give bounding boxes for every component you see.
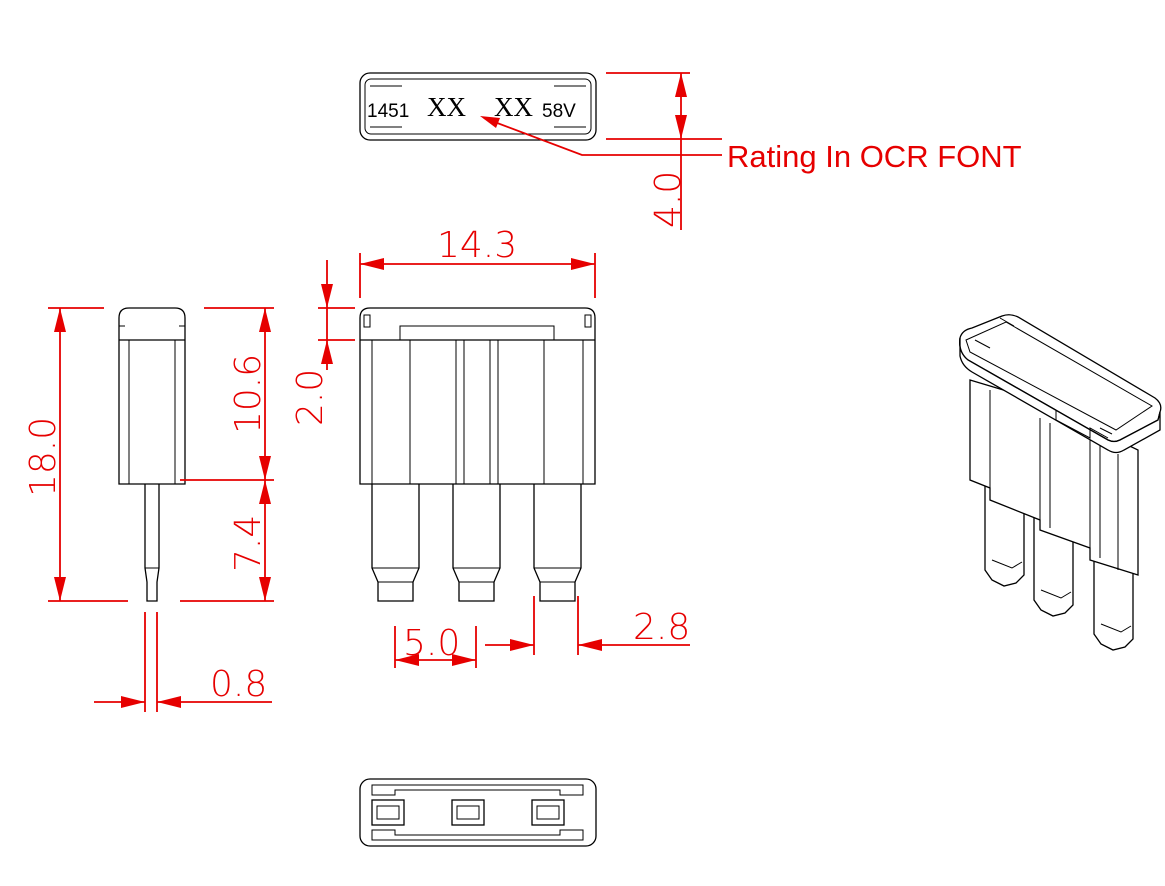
dim-2-8: 2.8 [633,607,690,648]
front-view [359,307,596,602]
dim-7-4: 7.4 [228,515,269,572]
total-height-dimension: 18.0 [23,307,128,602]
bottom-view [359,778,597,847]
dim-4-0: 4.0 [648,171,689,228]
dim-14-3: 14.3 [437,225,517,266]
marking-code-1: XX [427,92,466,122]
top-view: 1451 XX XX 58V [359,72,597,141]
dim-0-8: 0.8 [210,664,267,705]
width-dimension: 14.3 [359,225,596,298]
blade-thickness-dimension: 0.8 [94,612,272,712]
dim-5-0: 5.0 [403,623,460,664]
dim-10-6: 10.6 [228,354,269,434]
dim-18-0: 18.0 [23,417,64,497]
side-view [118,307,186,602]
cap-dimension: 2.0 [290,260,355,426]
rating-callout-text: Rating In OCR FONT [727,139,1022,174]
body-height-dimension: 10.6 [180,307,274,481]
marking-code-2: XX [494,92,533,122]
dim-2-0: 2.0 [290,369,331,426]
marking-part-number: 1451 [367,101,409,122]
marking-voltage: 58V [542,101,576,122]
isometric-view [959,314,1162,651]
pitch-dimension: 5.0 [394,623,477,668]
rating-callout: Rating In OCR FONT [480,116,1022,174]
blade-width-dimension: 2.8 [485,596,690,655]
height-dimension-top: 4.0 [606,72,722,230]
blade-length-dimension: 7.4 [180,480,274,602]
